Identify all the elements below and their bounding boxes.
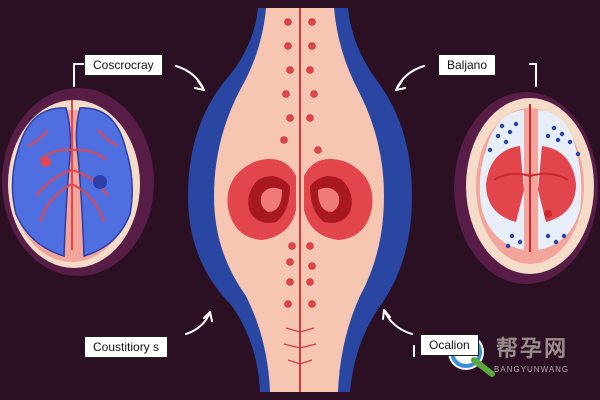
arrow-top-right	[395, 65, 425, 91]
left-cross-section	[2, 88, 154, 276]
center-column	[188, 8, 412, 392]
center-organ-right	[304, 159, 373, 240]
center-organ-left	[227, 159, 296, 240]
label-top-left: Coscrocray	[84, 54, 163, 76]
watermark-main-text: 帮孕网	[496, 336, 569, 361]
center-vessel-nodes	[280, 18, 322, 365]
arrow-top-left	[175, 65, 205, 91]
label-bottom-left: Coustitiory s	[84, 336, 169, 358]
label-bottom-right: Ocalion	[420, 334, 479, 356]
connector-arrows	[73, 63, 537, 357]
label-top-right: Baljano	[438, 54, 497, 76]
watermark-sub-text: BANGYUNWANG	[494, 365, 570, 374]
arrow-bottom-left	[185, 311, 213, 335]
arrow-bottom-right	[382, 309, 413, 335]
right-cross-section	[454, 92, 598, 284]
connector-top-right	[529, 63, 537, 87]
connector-top-left	[73, 63, 85, 87]
